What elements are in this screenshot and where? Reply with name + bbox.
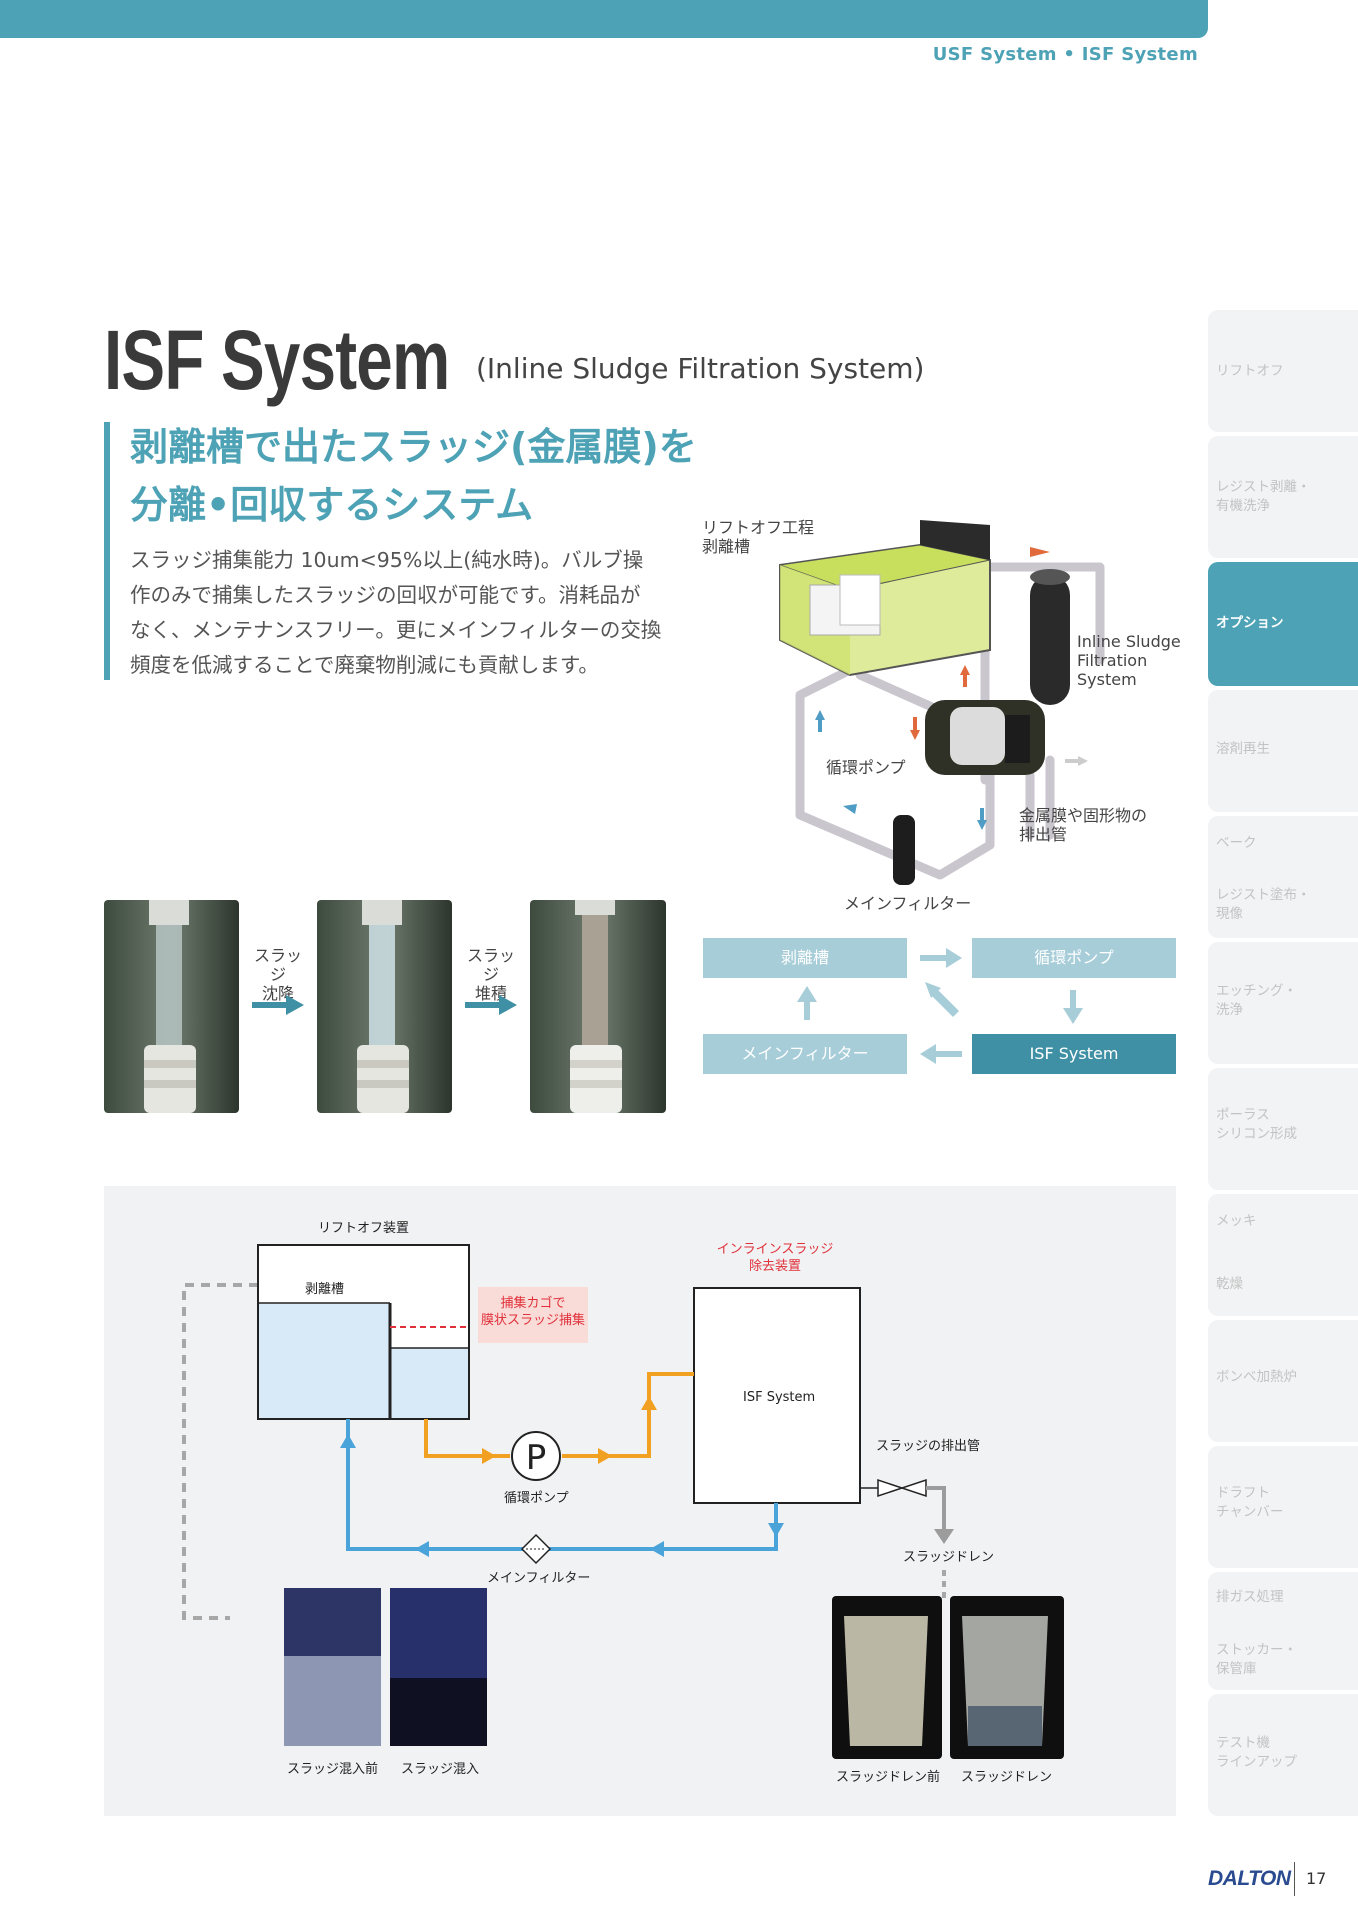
dalton-logo: DALTON xyxy=(1208,1867,1291,1890)
page-number: 17 xyxy=(1306,1869,1327,1888)
side-nav-item-etching[interactable]: エッチング・洗浄 xyxy=(1208,942,1358,1064)
illustration-filter-label: メインフィルター xyxy=(844,894,972,913)
photo-caption-drain: スラッジドレン xyxy=(961,1770,1053,1785)
schematic-sludge-drain-label: スラッジドレン xyxy=(903,1550,995,1565)
photo-caption-before-mix: スラッジ混入前 xyxy=(287,1762,379,1777)
flow-box-tank: 剥離槽 xyxy=(703,938,907,978)
page-title: ISF System xyxy=(104,313,450,407)
schematic-main-filter-label: メインフィルター xyxy=(487,1571,591,1586)
headline-accent-bar xyxy=(104,422,110,680)
schematic-diagram xyxy=(182,1244,1064,1759)
pump-symbol: P xyxy=(525,1438,547,1478)
isf-system-illustration xyxy=(779,520,1105,885)
side-nav-item-option[interactable]: オプション xyxy=(1208,562,1358,686)
photo-caption-before-drain: スラッジドレン前 xyxy=(836,1770,941,1785)
arrow-right-icon xyxy=(252,995,304,1015)
illustration-isf-label: Inline Sludge Filtration System xyxy=(1077,632,1181,689)
photo-caption-mix: スラッジ混入 xyxy=(401,1762,480,1777)
side-nav-item-cylinder-heater[interactable]: ボンベ加熱炉 xyxy=(1208,1320,1358,1442)
side-nav-item-solvent-recycle[interactable]: 溶剤再生 xyxy=(1208,690,1358,812)
schematic-inline-device-label: インラインスラッジ 除去装置 xyxy=(716,1242,834,1274)
headline: 剥離槽で出たスラッジ(金属膜)を 分離•回収するシステム xyxy=(130,418,697,534)
illustration-drain-label: 金属膜や固形物の 排出管 xyxy=(1019,806,1148,844)
headline-line-1: 剥離槽で出たスラッジ(金属膜)を xyxy=(130,425,697,469)
side-nav-item-draft-chamber[interactable]: ドラフトチャンバー xyxy=(1208,1446,1358,1568)
description-paragraph: スラッジ捕集能力 10um<95%以上(純水時)。バルブ操 作のみで捕集したスラ… xyxy=(130,543,670,683)
top-color-bar xyxy=(0,0,1208,38)
side-nav-item-resist-strip[interactable]: レジスト剥離・有機洗浄 xyxy=(1208,436,1358,558)
illustration-pump-label: 循環ポンプ xyxy=(826,758,906,777)
page-subtitle: (Inline Sludge Filtration System) xyxy=(476,352,925,385)
schematic-drain-pipe-label: スラッジの排出管 xyxy=(876,1439,981,1454)
step2-label: スラッジ 堆積 xyxy=(466,946,515,1003)
flow-arrows xyxy=(797,948,1083,1064)
schematic-isf-box-label: ISF System xyxy=(743,1390,816,1405)
schematic-basket-note: 捕集カゴで 膜状スラッジ捕集 xyxy=(480,1296,585,1328)
step1-label: スラッジ 沈降 xyxy=(253,946,302,1003)
side-nav-item-exhaust-stocker[interactable]: 排ガス処理ストッカー・保管庫 xyxy=(1208,1572,1358,1690)
breadcrumb: USF System • ISF System xyxy=(932,44,1198,65)
schematic-pump-label: 循環ポンプ xyxy=(504,1491,569,1506)
flow-box-pump: 循環ポンプ xyxy=(972,938,1176,978)
sludge-photo-settling xyxy=(317,900,452,1113)
side-nav-item-plating-drying[interactable]: メッキ乾燥 xyxy=(1208,1194,1358,1316)
illustration-tank-label: リフトオフ工程 剥離槽 xyxy=(702,518,815,556)
sludge-photo-initial xyxy=(104,900,239,1113)
side-nav-item-liftoff[interactable]: リフトオフ xyxy=(1208,310,1358,432)
description-line: 頻度を低減することで廃棄物削減にも貢献します。 xyxy=(130,653,599,677)
headline-line-2: 分離•回収するシステム xyxy=(130,483,534,527)
footer-divider xyxy=(1294,1862,1295,1896)
flow-box-filter: メインフィルター xyxy=(703,1034,907,1074)
side-nav-item-porous-silicon[interactable]: ポーラスシリコン形成 xyxy=(1208,1068,1358,1190)
sludge-photo-accumulated xyxy=(530,900,666,1113)
side-nav-item-bake-coat[interactable]: ベークレジスト塗布・現像 xyxy=(1208,816,1358,938)
description-line: スラッジ捕集能力 10um<95%以上(純水時)。バルブ操 xyxy=(130,548,644,572)
flow-box-isf: ISF System xyxy=(972,1034,1176,1074)
schematic-tank-label: 剥離槽 xyxy=(305,1282,345,1297)
description-line: 作のみで捕集したスラッジの回収が可能です。消耗品が xyxy=(130,583,641,607)
arrow-right-icon xyxy=(465,995,517,1015)
side-nav-item-test-lineup[interactable]: テスト機ラインアップ xyxy=(1208,1694,1358,1816)
description-line: なく、メンテナンスフリー。更にメインフィルターの交換 xyxy=(130,618,662,642)
schematic-liftoff-device-label: リフトオフ装置 xyxy=(318,1221,410,1236)
